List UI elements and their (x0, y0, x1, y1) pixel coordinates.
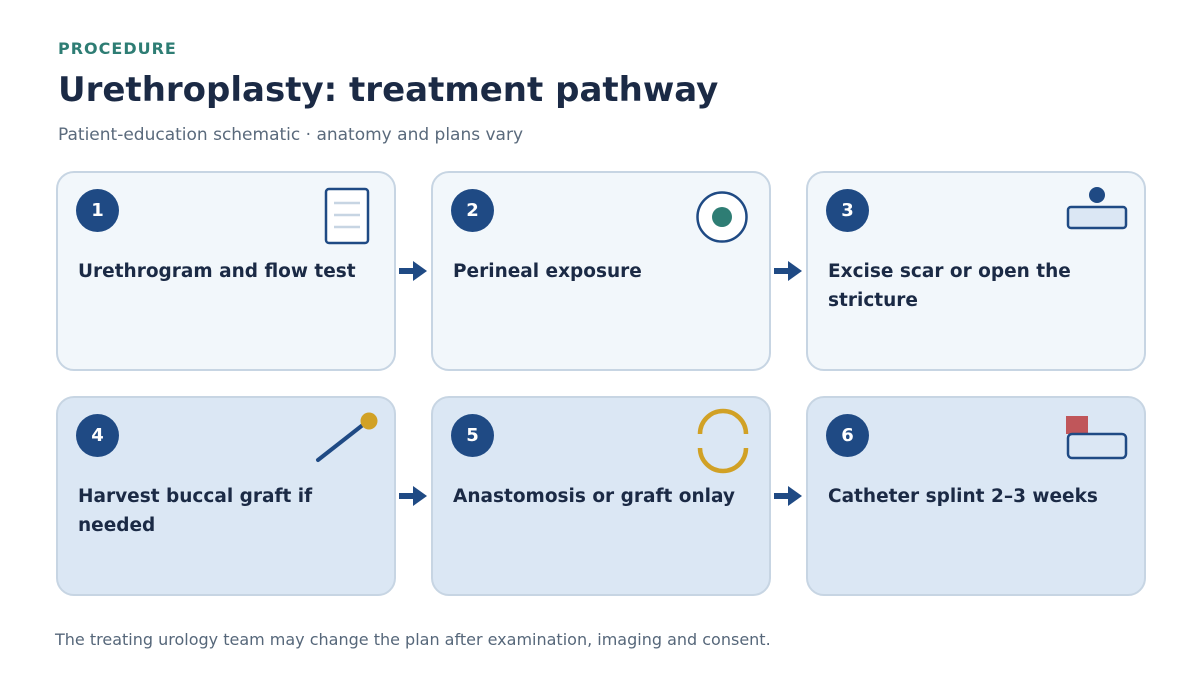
target-icon (696, 191, 748, 243)
split-ring-icon (697, 408, 749, 474)
step-card-1: 1 Urethrogram and flow test (56, 171, 396, 371)
eyebrow-label: PROCEDURE (58, 39, 177, 58)
probe-icon (316, 412, 378, 462)
step-card-4: 4 Harvest buccal graft if needed (56, 396, 396, 596)
step-badge: 3 (826, 189, 869, 232)
step-badge: 1 (76, 189, 119, 232)
step-card-3: 3 Excise scar or open the stricture (806, 171, 1146, 371)
step-label: Harvest buccal graft if needed (78, 486, 313, 536)
arrow-right-icon (774, 486, 802, 506)
step-badge: 4 (76, 414, 119, 457)
step-badge: 5 (451, 414, 494, 457)
page-subtitle: Patient-education schematic · anatomy an… (58, 125, 524, 145)
catheter-icon (1066, 416, 1128, 460)
arrow-right-icon (399, 486, 427, 506)
step-label: Excise scar or open the stricture (828, 261, 1071, 311)
step-card-6: 6 Catheter splint 2–3 weeks (806, 396, 1146, 596)
step-label: Urethrogram and flow test (78, 261, 356, 282)
dot-on-bar-icon (1066, 187, 1128, 230)
footer-note: The treating urology team may change the… (55, 630, 771, 649)
arrow-right-icon (399, 261, 427, 281)
step-badge: 2 (451, 189, 494, 232)
page-title: Urethroplasty: treatment pathway (58, 70, 719, 110)
step-badge: 6 (826, 414, 869, 457)
step-card-5: 5 Anastomosis or graft onlay (431, 396, 771, 596)
step-label: Anastomosis or graft onlay (453, 486, 735, 507)
document-icon (324, 187, 370, 245)
step-label: Catheter splint 2–3 weeks (828, 486, 1098, 507)
step-card-2: 2 Perineal exposure (431, 171, 771, 371)
arrow-right-icon (774, 261, 802, 281)
step-label: Perineal exposure (453, 261, 642, 282)
